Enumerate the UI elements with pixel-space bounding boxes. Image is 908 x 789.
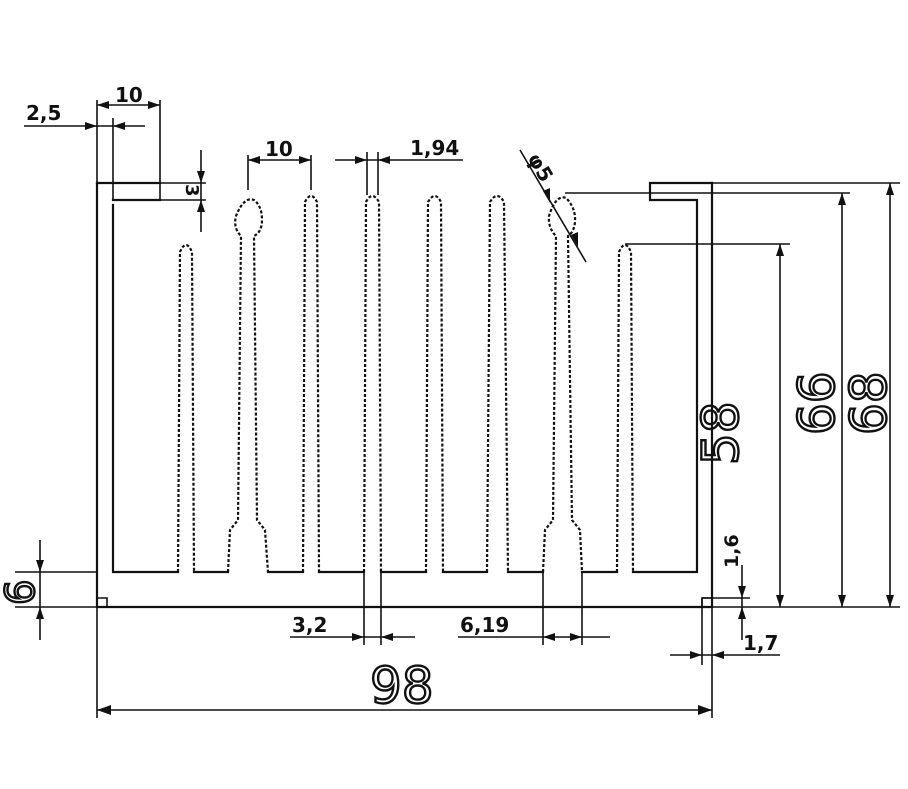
dim-side-step: 1,7 xyxy=(743,631,778,655)
dim-base-side-thickness: 2,5 xyxy=(26,101,61,125)
dimension-labels: 2,5 10 10 1,94 φ5 3 58 66 68 6 3,2 6,19 … xyxy=(0,83,899,716)
dim-inner-height: 66 xyxy=(788,371,846,435)
heatsink-outline xyxy=(95,181,714,609)
dim-fin-tip-thickness: 1,94 xyxy=(410,136,459,160)
dim-fin-gap: 10 xyxy=(265,137,293,161)
fin-2-boss xyxy=(226,198,270,573)
dim-fin-step: 1,6 xyxy=(721,534,743,568)
fin-1 xyxy=(176,243,196,573)
dim-hole-diameter: φ5 xyxy=(523,149,559,187)
fin-4 xyxy=(362,194,383,573)
fin-3 xyxy=(301,194,321,573)
fin-6 xyxy=(485,194,510,573)
dim-fin-height: 58 xyxy=(692,401,750,465)
dimension-lines xyxy=(15,100,900,718)
dim-boss-width: 6,19 xyxy=(460,613,509,637)
dim-side-wall-width: 10 xyxy=(115,83,143,107)
fin-5 xyxy=(424,194,445,573)
dim-fin-root-thickness: 3,2 xyxy=(292,613,327,637)
dim-total-width: 98 xyxy=(370,657,434,715)
fin-7-boss xyxy=(541,196,584,573)
dim-top-offset: 3 xyxy=(181,184,202,197)
fins xyxy=(176,194,635,573)
dim-total-height: 68 xyxy=(840,371,898,435)
fin-8 xyxy=(615,243,635,573)
dim-base-thickness: 6 xyxy=(0,580,44,605)
